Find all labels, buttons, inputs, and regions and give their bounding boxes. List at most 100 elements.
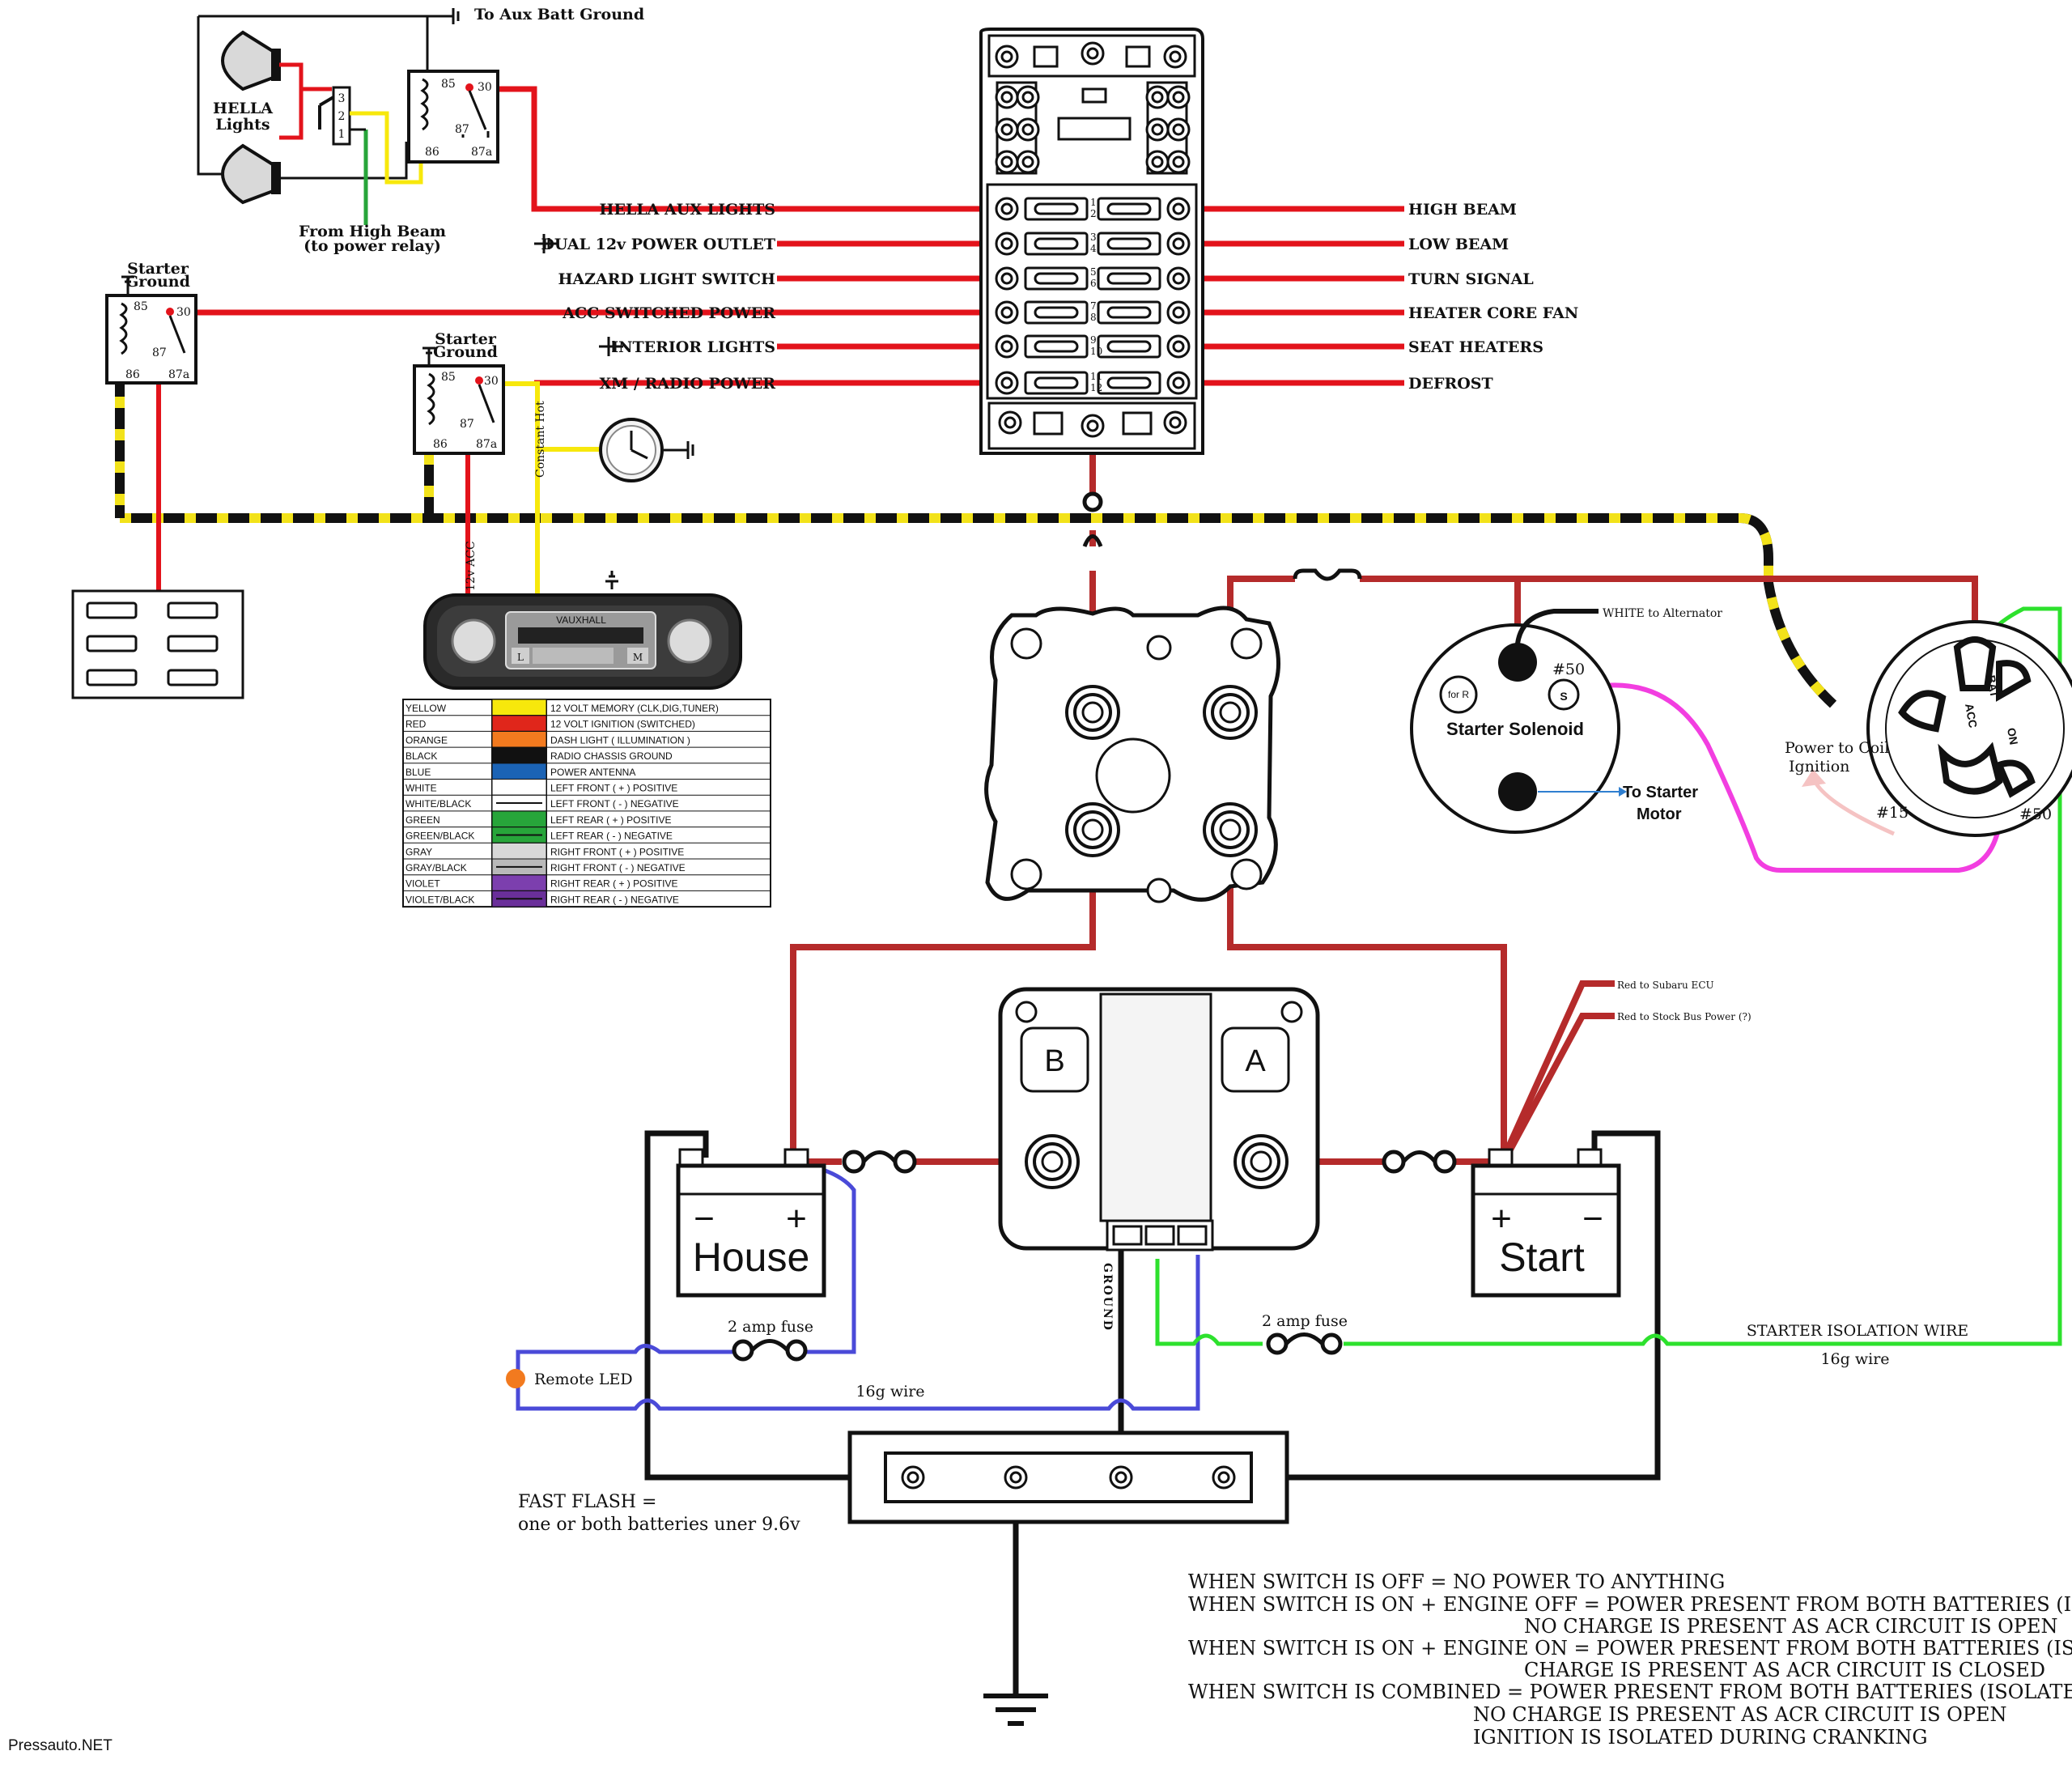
starter-relay-2: Starter Ground 85 30 87 86 87a (413, 330, 505, 455)
fuse-left-label: DUAL 12v POWER OUTLET (541, 236, 775, 253)
acr-ecu-label: Red to Subaru ECU (1617, 980, 1714, 991)
constant-hot-label: Constant Hot (534, 401, 547, 478)
battery-fuses (842, 1150, 1457, 1174)
fuse-slot-number: 10 (1090, 346, 1102, 357)
wire-16g-label: 16g wire (856, 1383, 924, 1400)
fuse-row: 56 (995, 266, 1191, 291)
color-name: GRAY (405, 846, 432, 857)
relay2-pin-85: 85 (441, 371, 456, 384)
acc-label: 12v ACC (465, 541, 478, 591)
ignition-power-coil-1: Power to Coil (1785, 739, 1889, 757)
ground-bus-bar (847, 1430, 1289, 1726)
color-name: WHITE (405, 783, 437, 794)
isolation-fuse (1266, 1332, 1343, 1355)
ignition-acc: ACC (1963, 703, 1980, 729)
led-fuse-label: 2 amp fuse (728, 1318, 813, 1336)
acr-ground-label: GROUND (1101, 1263, 1114, 1332)
note-4: WHEN SWITCH IS ON + ENGINE ON = POWER PR… (1188, 1637, 2072, 1660)
hella-relay: 85 30 87 86 87a (407, 70, 499, 164)
fuse-right-label: SEAT HEATERS (1408, 338, 1543, 356)
constant-hot-wire (502, 381, 599, 595)
relay2-pin-86: 86 (433, 438, 448, 451)
color-desc: RIGHT FRONT ( - ) NEGATIVE (550, 862, 686, 873)
acr-a-label: A (1245, 1044, 1266, 1078)
fuse-slot-number: 2 (1090, 208, 1097, 219)
fuse-row: 34 (995, 232, 1191, 256)
remote-led-label: Remote LED (534, 1371, 633, 1388)
color-desc: DASH LIGHT ( ILLUMINATION ) (550, 734, 690, 746)
ground-symbol-icon (599, 337, 623, 356)
solenoid-to-motor-1: To Starter (1623, 784, 1698, 801)
color-desc: 12 VOLT MEMORY (CLK,DIG,TUNER) (550, 703, 719, 714)
hella-label-1: HELLA (213, 100, 273, 117)
radio-button-m: M (633, 652, 643, 663)
acr-relay: B A GROUND Red to Subaru ECU Red to Stoc… (998, 980, 1751, 1332)
fuse-block-right-wires (1204, 206, 1404, 386)
remote-led (506, 1369, 525, 1388)
hella-relay-pin-87a: 87a (471, 146, 492, 159)
ignition-magenta-wire (1586, 682, 2002, 873)
switch-pin-2: 2 (338, 110, 346, 123)
starter-isolation-label: STARTER ISOLATION WIRE (1747, 1322, 1968, 1340)
start-battery: + − Start (1471, 1148, 1621, 1298)
fuse-right-label: DEFROST (1408, 375, 1493, 393)
fuse-right-label: LOW BEAM (1408, 236, 1509, 253)
wire-16g-right-label: 16g wire (1820, 1350, 1889, 1368)
hella-label-2: Lights (215, 116, 270, 134)
fuse-left-label: ACC SWITCHED POWER (562, 304, 775, 322)
fuse-slot-number: 7 (1090, 300, 1097, 312)
starter-relay-1: Starter Ground 85 30 87 86 87a (105, 260, 197, 385)
relay1-pin-86: 86 (125, 368, 140, 381)
color-name: GREEN (405, 814, 440, 826)
starter-ground-label-2a: Starter (435, 330, 497, 348)
ignition-switch: BAT ACC ON Power to Coil Ignition #15 #5… (1785, 620, 2072, 837)
note-3: NO CHARGE IS PRESENT AS ACR CIRCUIT IS O… (1524, 1615, 2058, 1638)
fuse-row: 78 (995, 300, 1191, 325)
main-battery-cables (790, 445, 1978, 1165)
battery-ground-wires (644, 1130, 1661, 1696)
color-name: GRAY/BLACK (405, 862, 467, 873)
note-5: CHARGE IS PRESENT AS ACR CIRCUIT IS CLOS… (1524, 1659, 2045, 1681)
battery-switch (984, 606, 1280, 903)
start-minus: − (1582, 1199, 1603, 1239)
switch-pin-1: 1 (338, 128, 346, 141)
solenoid-white-alt: WHITE to Alternator (1603, 607, 1722, 620)
color-name: ORANGE (405, 734, 448, 746)
hella-light-top (221, 30, 281, 91)
high-beam-label-1: From High Beam (299, 223, 446, 240)
solenoid-title: Starter Solenoid (1446, 719, 1584, 739)
ignition-power-coil-2: Ignition (1789, 758, 1849, 776)
starter-ground-label-1a: Starter (127, 260, 189, 278)
note-8: IGNITION IS ISOLATED DURING CRANKING (1473, 1726, 1928, 1749)
house-minus: − (694, 1199, 715, 1239)
color-name: BLACK (405, 750, 437, 762)
fast-flash-1: FAST FLASH = (518, 1492, 656, 1512)
starter-ground-label-2b: Ground (433, 343, 498, 361)
color-desc: RIGHT FRONT ( + ) POSITIVE (550, 846, 684, 857)
note-2: WHEN SWITCH IS ON + ENGINE OFF = POWER P… (1188, 1593, 2072, 1616)
hella-relay-group: To Aux Batt Ground HELLA Lights 3 2 1 85… (197, 6, 644, 255)
led-fuse (732, 1339, 808, 1362)
fuse-left-label: XM / RADIO POWER (600, 375, 776, 393)
wiring-labels: 2 amp fuse 2 amp fuse Remote LED 16g wir… (506, 1312, 1968, 1535)
fuse-slot-number: 1 (1090, 197, 1097, 208)
fuse-right-label: TURN SIGNAL (1408, 270, 1534, 288)
color-desc: LEFT REAR ( - ) NEGATIVE (550, 831, 673, 842)
light-switch: 3 2 1 (318, 86, 351, 146)
start-plus: + (1491, 1199, 1512, 1239)
fuse-right-label: HIGH BEAM (1408, 201, 1517, 219)
note-7: NO CHARGE IS PRESENT AS ACR CIRCUIT IS O… (1473, 1703, 2007, 1726)
relay2-pin-30: 30 (484, 375, 499, 388)
color-desc: LEFT FRONT ( + ) POSITIVE (550, 783, 677, 794)
solenoid-s: S (1560, 690, 1567, 703)
hella-relay-pin-30: 30 (478, 81, 492, 94)
fuse-row: 12 (995, 197, 1191, 221)
fuse-row: 910 (995, 334, 1191, 359)
